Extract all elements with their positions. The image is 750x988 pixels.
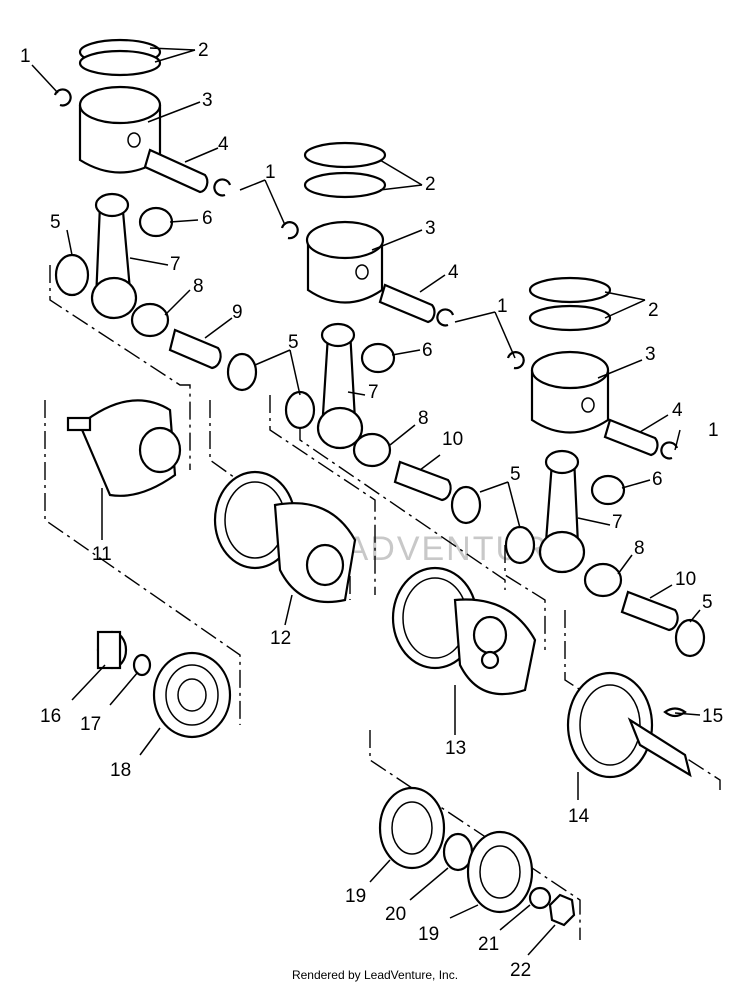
circlip-left-2 bbox=[213, 178, 232, 197]
callout-c5b: 5 bbox=[288, 332, 299, 353]
callout-c15: 15 bbox=[702, 706, 723, 727]
callout-labels: 1 2 3 4 1 2 3 4 5 6 7 8 9 1 2 3 4 1 5 6 … bbox=[20, 40, 723, 981]
callout-c6b: 6 bbox=[422, 340, 433, 361]
callout-c5c: 5 bbox=[510, 464, 521, 485]
woodruff-key bbox=[663, 707, 687, 718]
nut bbox=[548, 893, 576, 927]
leader-lines bbox=[31, 47, 701, 956]
callout-c5a: 5 bbox=[50, 212, 61, 233]
piston-pin-left bbox=[143, 148, 209, 194]
callout-c20: 20 bbox=[385, 904, 406, 925]
crankshaft-output-shaft bbox=[627, 717, 692, 778]
piston-pin-right bbox=[603, 418, 659, 457]
piston-ring-lower-right bbox=[528, 304, 612, 332]
callout-c19a: 19 bbox=[345, 886, 366, 907]
ball-bearing-right-2 bbox=[466, 830, 534, 914]
washer bbox=[528, 886, 552, 910]
thrust-washer-middle-2 bbox=[450, 485, 482, 525]
callout-c1d: 1 bbox=[708, 420, 719, 441]
callout-c17: 17 bbox=[80, 714, 101, 735]
crank-stub-left bbox=[66, 416, 92, 432]
callout-c8b: 8 bbox=[418, 408, 429, 429]
main-bearings bbox=[96, 630, 576, 927]
piston-ring-lower-middle bbox=[303, 171, 387, 199]
callout-c4b: 4 bbox=[448, 262, 459, 283]
callout-c4c: 4 bbox=[672, 400, 683, 421]
callout-c7b: 7 bbox=[368, 382, 379, 403]
needle-bearing-small-right bbox=[590, 474, 626, 506]
callout-c12: 12 bbox=[270, 628, 291, 649]
ball-bearing-right-1 bbox=[378, 786, 446, 870]
needle-bearing-large-left bbox=[130, 302, 170, 338]
crank-pin-middle bbox=[393, 460, 452, 502]
piston-assembly-middle bbox=[213, 141, 536, 604]
piston-assembly-left bbox=[53, 38, 258, 497]
callout-c7a: 7 bbox=[170, 254, 181, 275]
callout-c10b: 10 bbox=[675, 569, 696, 590]
thrust-washer-middle-3 bbox=[504, 525, 536, 565]
callout-c7c: 7 bbox=[612, 512, 623, 533]
callout-c2a: 2 bbox=[198, 40, 209, 61]
callout-c3b: 3 bbox=[425, 218, 436, 239]
piston-pin-middle bbox=[378, 283, 436, 324]
callout-c2c: 2 bbox=[648, 300, 659, 321]
footer-credit: Rendered by LeadVenture, Inc. bbox=[291, 968, 459, 982]
circlip-left bbox=[53, 88, 72, 107]
circlip-right bbox=[506, 351, 525, 370]
thrust-washer-right bbox=[674, 618, 706, 658]
callout-c21: 21 bbox=[478, 934, 499, 955]
callout-c2b: 2 bbox=[425, 174, 436, 195]
piston-ring-upper-right bbox=[528, 276, 612, 304]
callout-c8a: 8 bbox=[193, 276, 204, 297]
callout-c10a: 10 bbox=[442, 429, 463, 450]
callout-c11: 11 bbox=[92, 544, 112, 565]
thrust-washer-middle bbox=[284, 390, 316, 430]
callout-c8c: 8 bbox=[634, 538, 645, 559]
crankshaft-end-right bbox=[566, 671, 654, 779]
piston-ring-lower-left bbox=[78, 49, 162, 77]
callout-c1b: 1 bbox=[265, 162, 276, 183]
callout-c22: 22 bbox=[510, 960, 531, 981]
callout-c14: 14 bbox=[568, 806, 590, 827]
callout-c13: 13 bbox=[445, 738, 466, 759]
callout-c1c: 1 bbox=[497, 296, 508, 317]
piston-assembly-right bbox=[391, 276, 706, 779]
piston-ring-upper-middle bbox=[303, 141, 387, 169]
needle-bearing-large-right bbox=[583, 562, 623, 598]
crankshaft-end-left bbox=[78, 399, 177, 497]
needle-bearing-small-middle bbox=[360, 342, 396, 374]
thrust-washer-left-2 bbox=[226, 352, 258, 392]
callout-c16: 16 bbox=[40, 706, 61, 727]
callout-c3c: 3 bbox=[645, 344, 656, 365]
circlip-middle-2 bbox=[436, 308, 455, 327]
group-outlines bbox=[44, 265, 721, 940]
thrust-washer-left bbox=[54, 253, 90, 297]
callout-c4a: 4 bbox=[218, 134, 229, 155]
callout-c6c: 6 bbox=[652, 469, 663, 490]
callout-c6a: 6 bbox=[202, 208, 213, 229]
callout-c9: 9 bbox=[232, 302, 243, 323]
circlip-right-2 bbox=[660, 441, 679, 460]
callout-c5d: 5 bbox=[702, 592, 713, 613]
callout-c3a: 3 bbox=[202, 90, 213, 111]
crank-pin-right bbox=[620, 590, 679, 632]
snap-ring-left bbox=[132, 653, 152, 677]
callout-c19b: 19 bbox=[418, 924, 439, 945]
crank-pin-left bbox=[168, 328, 222, 370]
needle-bearing-large-middle bbox=[352, 432, 392, 468]
callout-c1a: 1 bbox=[20, 46, 31, 67]
callout-c18: 18 bbox=[110, 760, 131, 781]
needle-bearing-small-left bbox=[138, 206, 174, 238]
